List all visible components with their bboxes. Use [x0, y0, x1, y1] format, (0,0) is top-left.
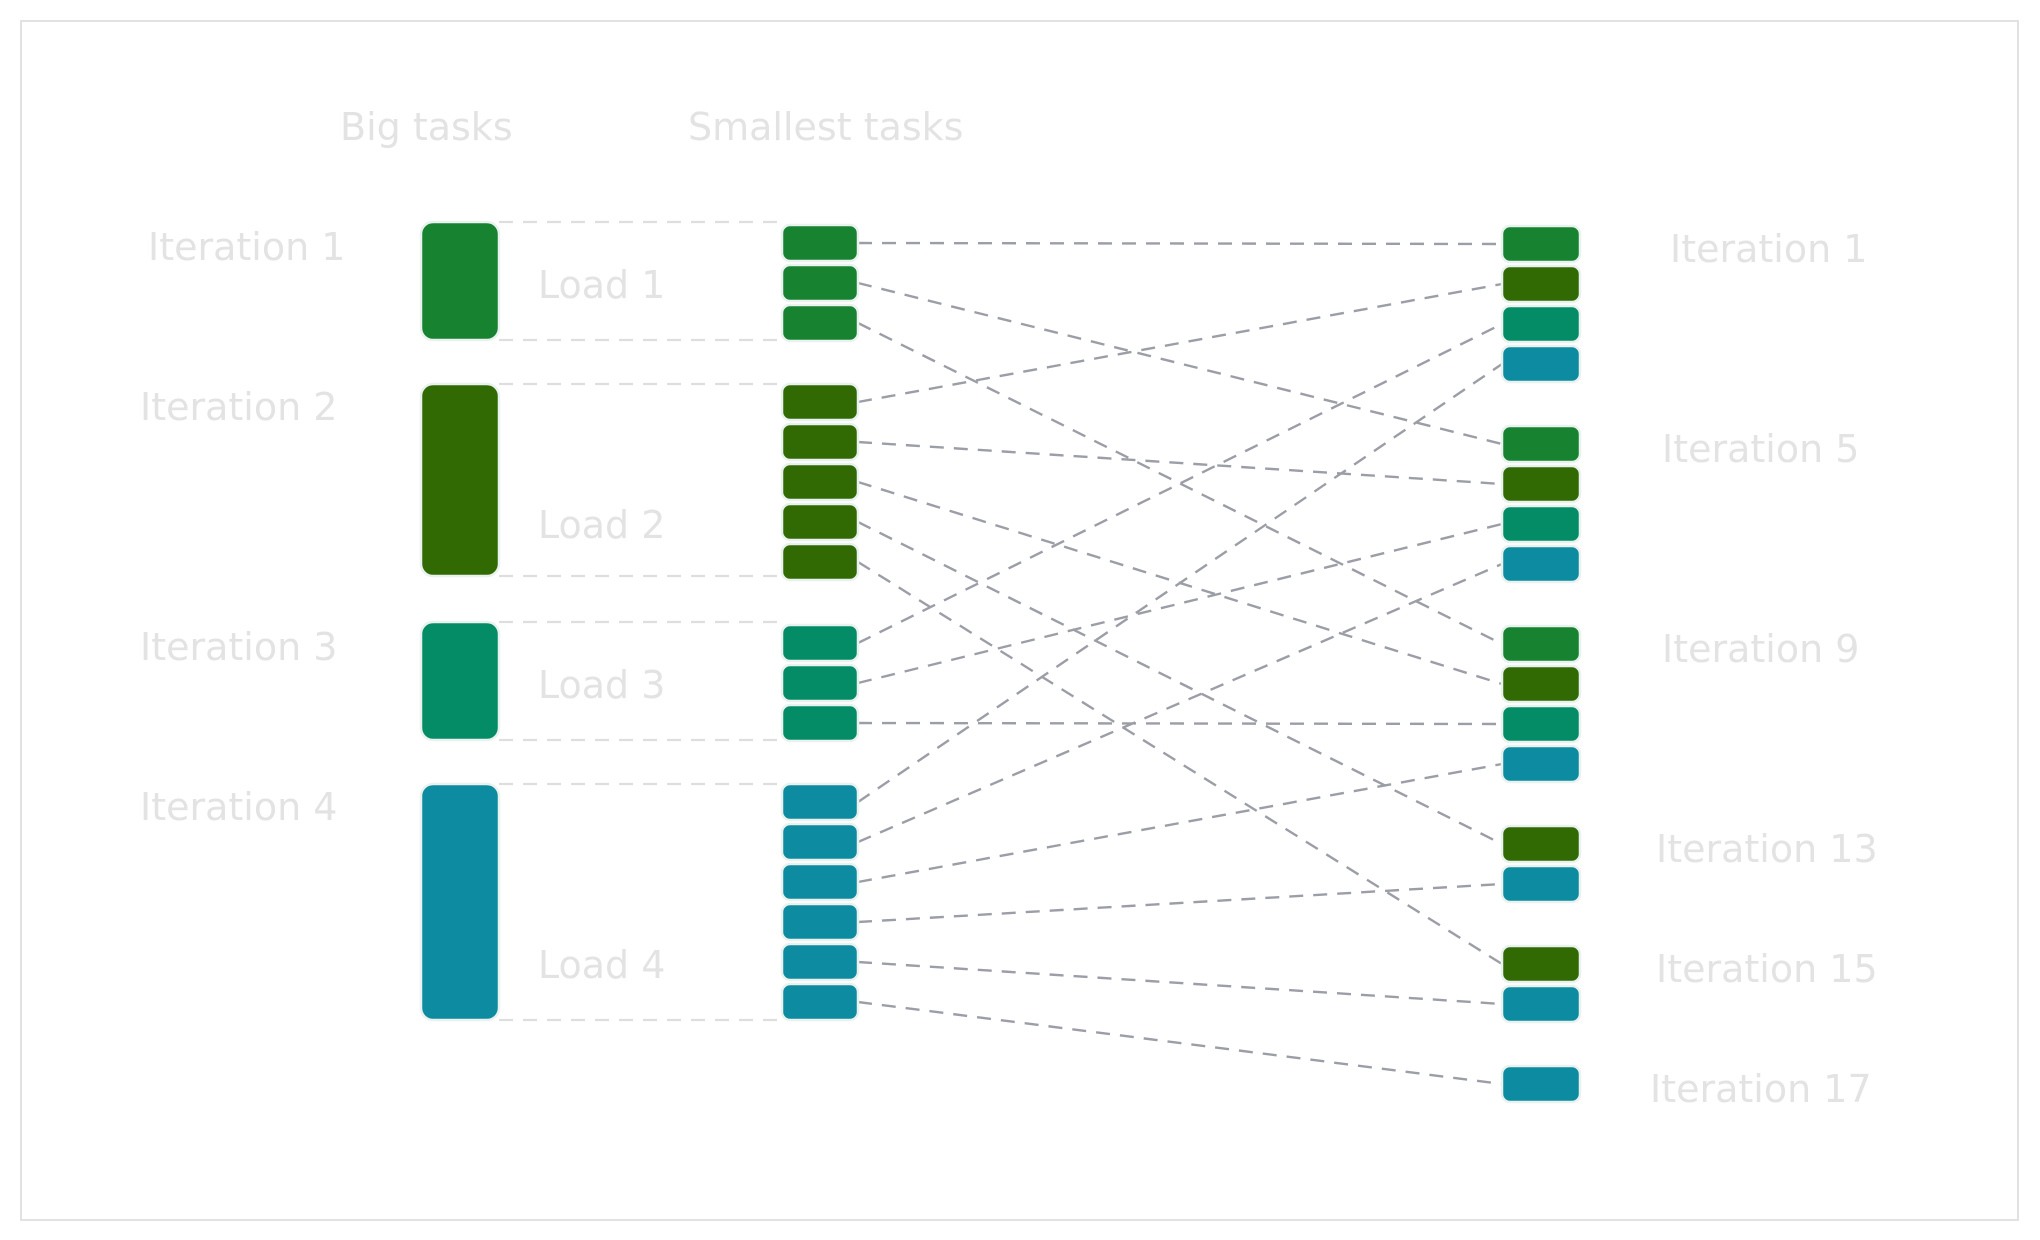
small-task-block-17	[780, 982, 860, 1022]
small-task-block-15	[780, 902, 860, 942]
small-task-block-6	[780, 462, 860, 502]
load-label-2: Load 2	[538, 503, 665, 547]
connector-line-8	[857, 560, 1503, 966]
small-task-block-10	[780, 663, 860, 703]
connector-line-1	[857, 241, 1503, 246]
big-task-block-1	[419, 220, 501, 342]
small-task-block-5	[780, 422, 860, 462]
header-smallest-tasks: Smallest tasks	[688, 105, 963, 149]
big-task-block-4	[419, 782, 501, 1022]
right-iteration-label-13: Iteration 13	[1656, 827, 1878, 871]
small-task-block-7	[780, 502, 860, 542]
small-task-block-8	[780, 542, 860, 582]
connector-line-13	[857, 562, 1503, 844]
right-iteration-label-15: Iteration 15	[1656, 947, 1878, 991]
iteration-block-g5-1	[1500, 944, 1582, 984]
load-label-3: Load 3	[538, 663, 665, 707]
right-iteration-label-1: Iteration 1	[1670, 227, 1867, 271]
connector-line-4	[857, 282, 1503, 404]
iteration-block-g6-1	[1500, 1064, 1582, 1104]
load-label-4: Load 4	[538, 943, 665, 987]
connector-line-15	[857, 882, 1503, 924]
iteration-block-g1-4	[1500, 344, 1582, 384]
iteration-block-g1-2	[1500, 264, 1582, 304]
connector-line-17	[857, 1000, 1503, 1086]
right-iteration-label-9: Iteration 9	[1662, 627, 1859, 671]
small-task-block-12	[780, 782, 860, 822]
left-iteration-label-1: Iteration 1	[148, 225, 345, 269]
iteration-block-g3-1	[1500, 624, 1582, 664]
connector-line-14	[857, 762, 1503, 884]
left-iteration-label-3: Iteration 3	[140, 625, 337, 669]
load-label-1: Load 1	[538, 263, 665, 307]
iteration-block-g2-1	[1500, 424, 1582, 464]
right-iteration-label-5: Iteration 5	[1662, 427, 1859, 471]
iteration-block-g3-3	[1500, 704, 1582, 744]
small-task-block-1	[780, 223, 860, 263]
connector-line-12	[857, 363, 1503, 803]
small-task-block-13	[780, 822, 860, 862]
iteration-block-g3-4	[1500, 744, 1582, 784]
iteration-block-g4-1	[1500, 824, 1582, 864]
header-big-tasks: Big tasks	[340, 105, 513, 149]
iteration-block-g2-2	[1500, 464, 1582, 504]
connector-line-10	[857, 522, 1503, 685]
connector-line-2	[857, 281, 1503, 446]
small-task-block-14	[780, 862, 860, 902]
big-task-block-2	[419, 382, 501, 578]
connector-line-7	[857, 520, 1503, 846]
small-task-block-3	[780, 303, 860, 343]
small-task-block-4	[780, 382, 860, 422]
big-task-block-3	[419, 620, 501, 742]
diagram-frame	[20, 20, 2019, 1221]
small-task-block-9	[780, 623, 860, 663]
iteration-block-g3-2	[1500, 664, 1582, 704]
iteration-block-g1-1	[1500, 224, 1582, 264]
connector-line-11	[857, 721, 1503, 726]
iteration-block-g4-2	[1500, 864, 1582, 904]
small-task-block-11	[780, 703, 860, 743]
small-task-block-16	[780, 942, 860, 982]
small-task-block-2	[780, 263, 860, 303]
iteration-block-g1-3	[1500, 304, 1582, 344]
iteration-block-g2-4	[1500, 544, 1582, 584]
iteration-block-g5-2	[1500, 984, 1582, 1024]
connector-line-5	[857, 440, 1503, 486]
left-iteration-label-4: Iteration 4	[140, 785, 337, 829]
iteration-block-g2-3	[1500, 504, 1582, 544]
right-iteration-label-17: Iteration 17	[1650, 1067, 1872, 1111]
connector-line-16	[857, 960, 1503, 1006]
left-iteration-label-2: Iteration 2	[140, 385, 337, 429]
